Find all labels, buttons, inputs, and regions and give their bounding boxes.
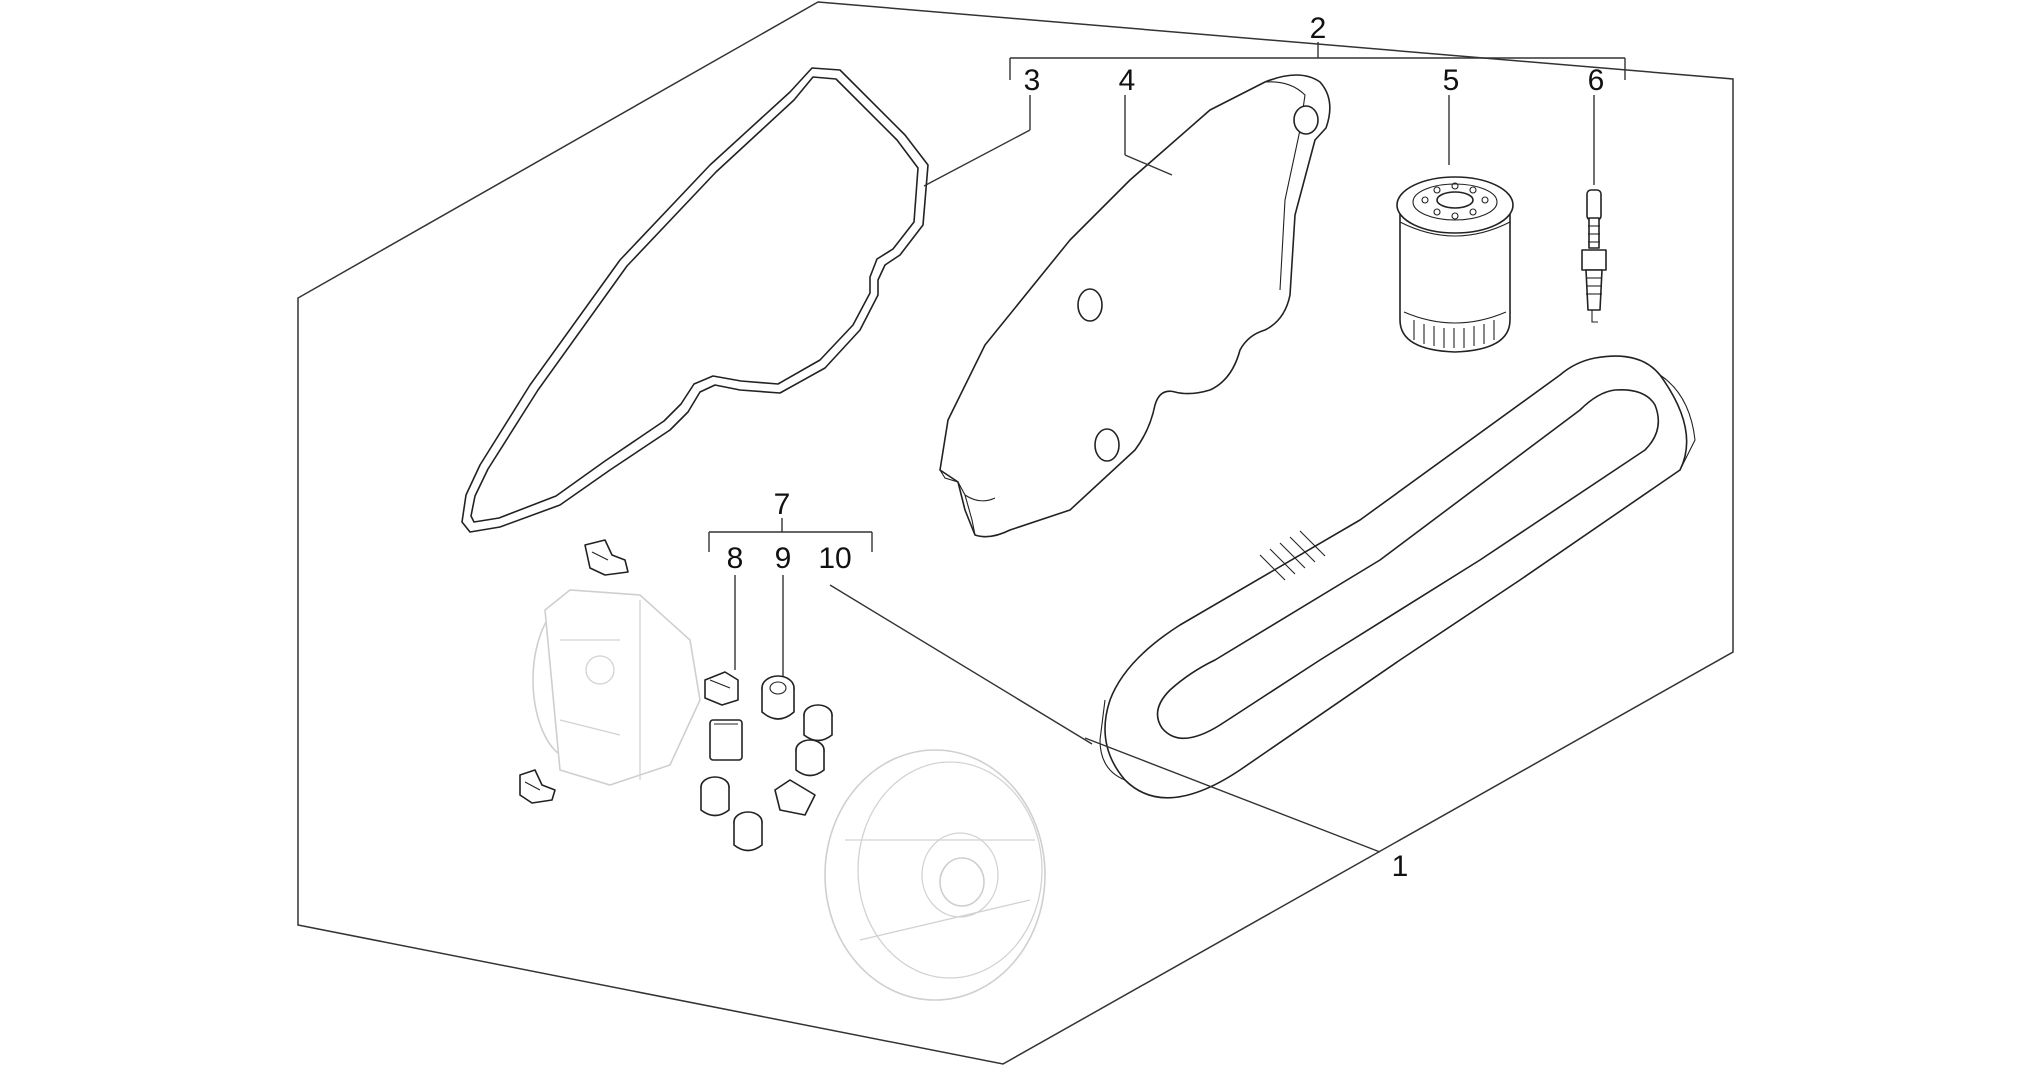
leader-lines <box>708 42 1626 853</box>
callout-10: 10 <box>818 542 851 575</box>
gasket-part <box>461 67 929 533</box>
slider-top-part <box>584 539 629 576</box>
callout-labels: 2 3 4 5 6 7 8 9 10 1 <box>727 12 1605 883</box>
callout-5: 5 <box>1443 64 1460 97</box>
kit-boundary <box>297 1 1734 1065</box>
oil-filter-part <box>1396 176 1514 353</box>
drive-belt-part <box>1099 355 1696 799</box>
callout-9: 9 <box>775 542 792 575</box>
callout-4: 4 <box>1119 64 1136 97</box>
callout-1: 1 <box>1392 850 1409 883</box>
slider-bottom-part <box>519 769 556 804</box>
callout-8: 8 <box>727 542 744 575</box>
guide-part-8 <box>704 671 739 706</box>
callout-7: 7 <box>774 488 791 521</box>
callout-3: 3 <box>1024 64 1041 97</box>
callout-6: 6 <box>1588 64 1605 97</box>
roller-weights-group <box>700 704 833 852</box>
roller-weight-9 <box>761 675 795 720</box>
variator-ghost <box>532 589 701 786</box>
spark-plug-part <box>1581 189 1607 323</box>
pulley-ghost <box>824 749 1046 1001</box>
callout-2: 2 <box>1310 12 1327 45</box>
bracket-plate-part <box>939 74 1331 538</box>
